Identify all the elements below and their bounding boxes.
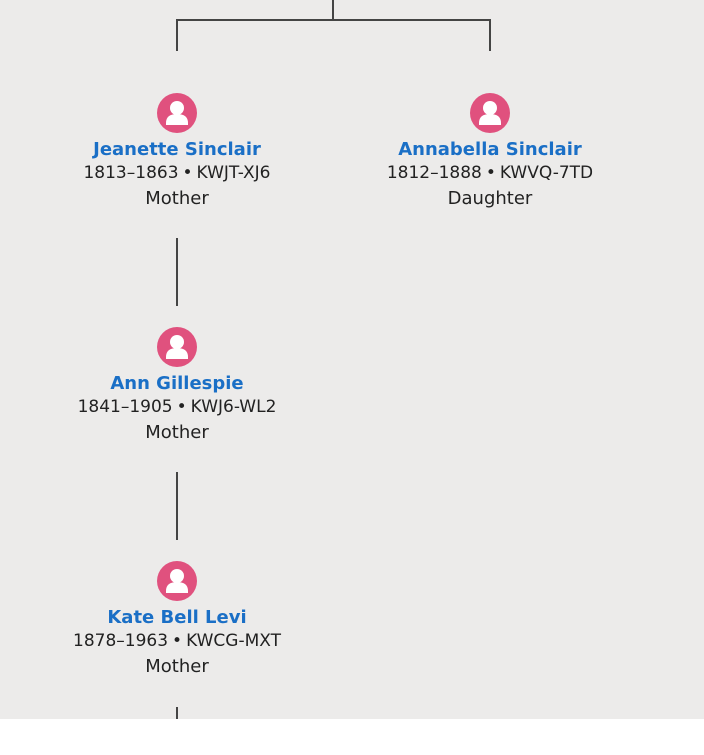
person-name-link[interactable]: Jeanette Sinclair <box>93 139 261 160</box>
connector-generation-1 <box>176 238 178 306</box>
female-person-icon[interactable] <box>157 93 197 133</box>
person-card-jeanette-sinclair: Jeanette Sinclair 1813–1863•KWJT-XJ6 Mot… <box>27 93 327 213</box>
person-id: KWCG-MXT <box>186 631 281 651</box>
female-person-icon[interactable] <box>157 327 197 367</box>
person-relationship: Mother <box>145 656 209 677</box>
person-years: 1841–1905 <box>77 397 173 417</box>
connector-sibling-bar <box>176 19 491 21</box>
person-name-link[interactable]: Annabella Sinclair <box>398 139 582 160</box>
person-id: KWJ6-WL2 <box>190 397 277 417</box>
connector-generation-3 <box>176 707 178 719</box>
connector-top-stem <box>332 0 334 20</box>
person-relationship: Daughter <box>447 188 533 209</box>
connector-drop-left <box>176 19 178 51</box>
person-id: KWJT-XJ6 <box>196 163 271 183</box>
person-name-link[interactable]: Kate Bell Levi <box>107 607 247 628</box>
separator-dot: • <box>176 397 187 417</box>
female-person-icon[interactable] <box>157 561 197 601</box>
female-person-icon[interactable] <box>470 93 510 133</box>
person-lifespan-id: 1878–1963•KWCG-MXT <box>27 629 327 653</box>
person-id: KWVQ-7TD <box>499 163 594 183</box>
person-card-kate-bell-levi: Kate Bell Levi 1878–1963•KWCG-MXT Mother <box>27 561 327 681</box>
separator-dot: • <box>182 163 193 183</box>
person-card-annabella-sinclair: Annabella Sinclair 1812–1888•KWVQ-7TD Da… <box>340 93 640 213</box>
person-card-ann-gillespie: Ann Gillespie 1841–1905•KWJ6-WL2 Mother <box>27 327 327 447</box>
person-relationship: Mother <box>145 188 209 209</box>
person-years: 1813–1863 <box>83 163 179 183</box>
person-lifespan-id: 1813–1863•KWJT-XJ6 <box>27 161 327 185</box>
person-lifespan-id: 1812–1888•KWVQ-7TD <box>340 161 640 185</box>
person-years: 1812–1888 <box>386 163 482 183</box>
connector-drop-right <box>489 19 491 51</box>
person-relationship: Mother <box>145 422 209 443</box>
separator-dot: • <box>172 631 183 651</box>
person-lifespan-id: 1841–1905•KWJ6-WL2 <box>27 395 327 419</box>
person-years: 1878–1963 <box>73 631 169 651</box>
connector-generation-2 <box>176 472 178 540</box>
relationship-tree: Jeanette Sinclair 1813–1863•KWJT-XJ6 Mot… <box>0 0 704 719</box>
separator-dot: • <box>485 163 496 183</box>
person-name-link[interactable]: Ann Gillespie <box>110 373 244 394</box>
